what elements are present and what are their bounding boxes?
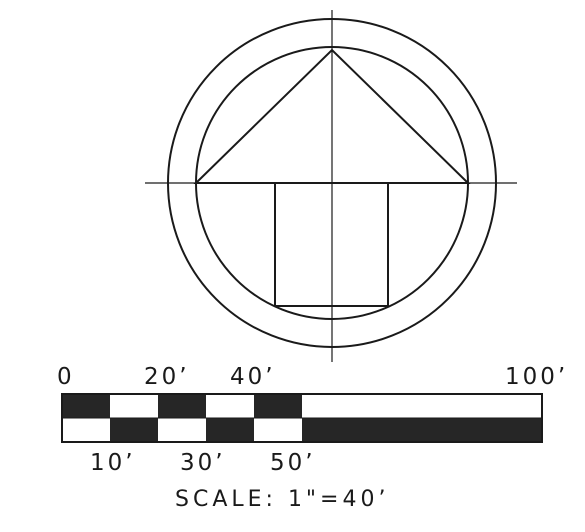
outer-ring — [167, 18, 497, 348]
scale-cell-bottom-2 — [302, 418, 542, 442]
scale-label-50: 50’ — [270, 450, 316, 476]
north-arrow-icon — [145, 10, 517, 362]
scale-label-10: 10’ — [90, 450, 136, 476]
scale-cell-bottom-1 — [206, 418, 254, 442]
scale-cell-top-0 — [62, 394, 110, 418]
arrow-shaft — [274, 183, 389, 307]
scale-label-20: 20’ — [144, 364, 190, 390]
scale-cell-bottom-0 — [110, 418, 158, 442]
scale-label-100: 100’ — [505, 364, 568, 390]
scale-label-0: 0 — [57, 364, 75, 390]
scale-label-40: 40’ — [230, 364, 276, 390]
scale-cell-top-2 — [254, 394, 302, 418]
scale-caption: SCALE: 1"=40’ — [175, 487, 389, 512]
arrow-head — [193, 48, 471, 184]
scale-cell-top-1 — [158, 394, 206, 418]
scale-label-30: 30’ — [180, 450, 226, 476]
scale-bar — [61, 393, 543, 443]
